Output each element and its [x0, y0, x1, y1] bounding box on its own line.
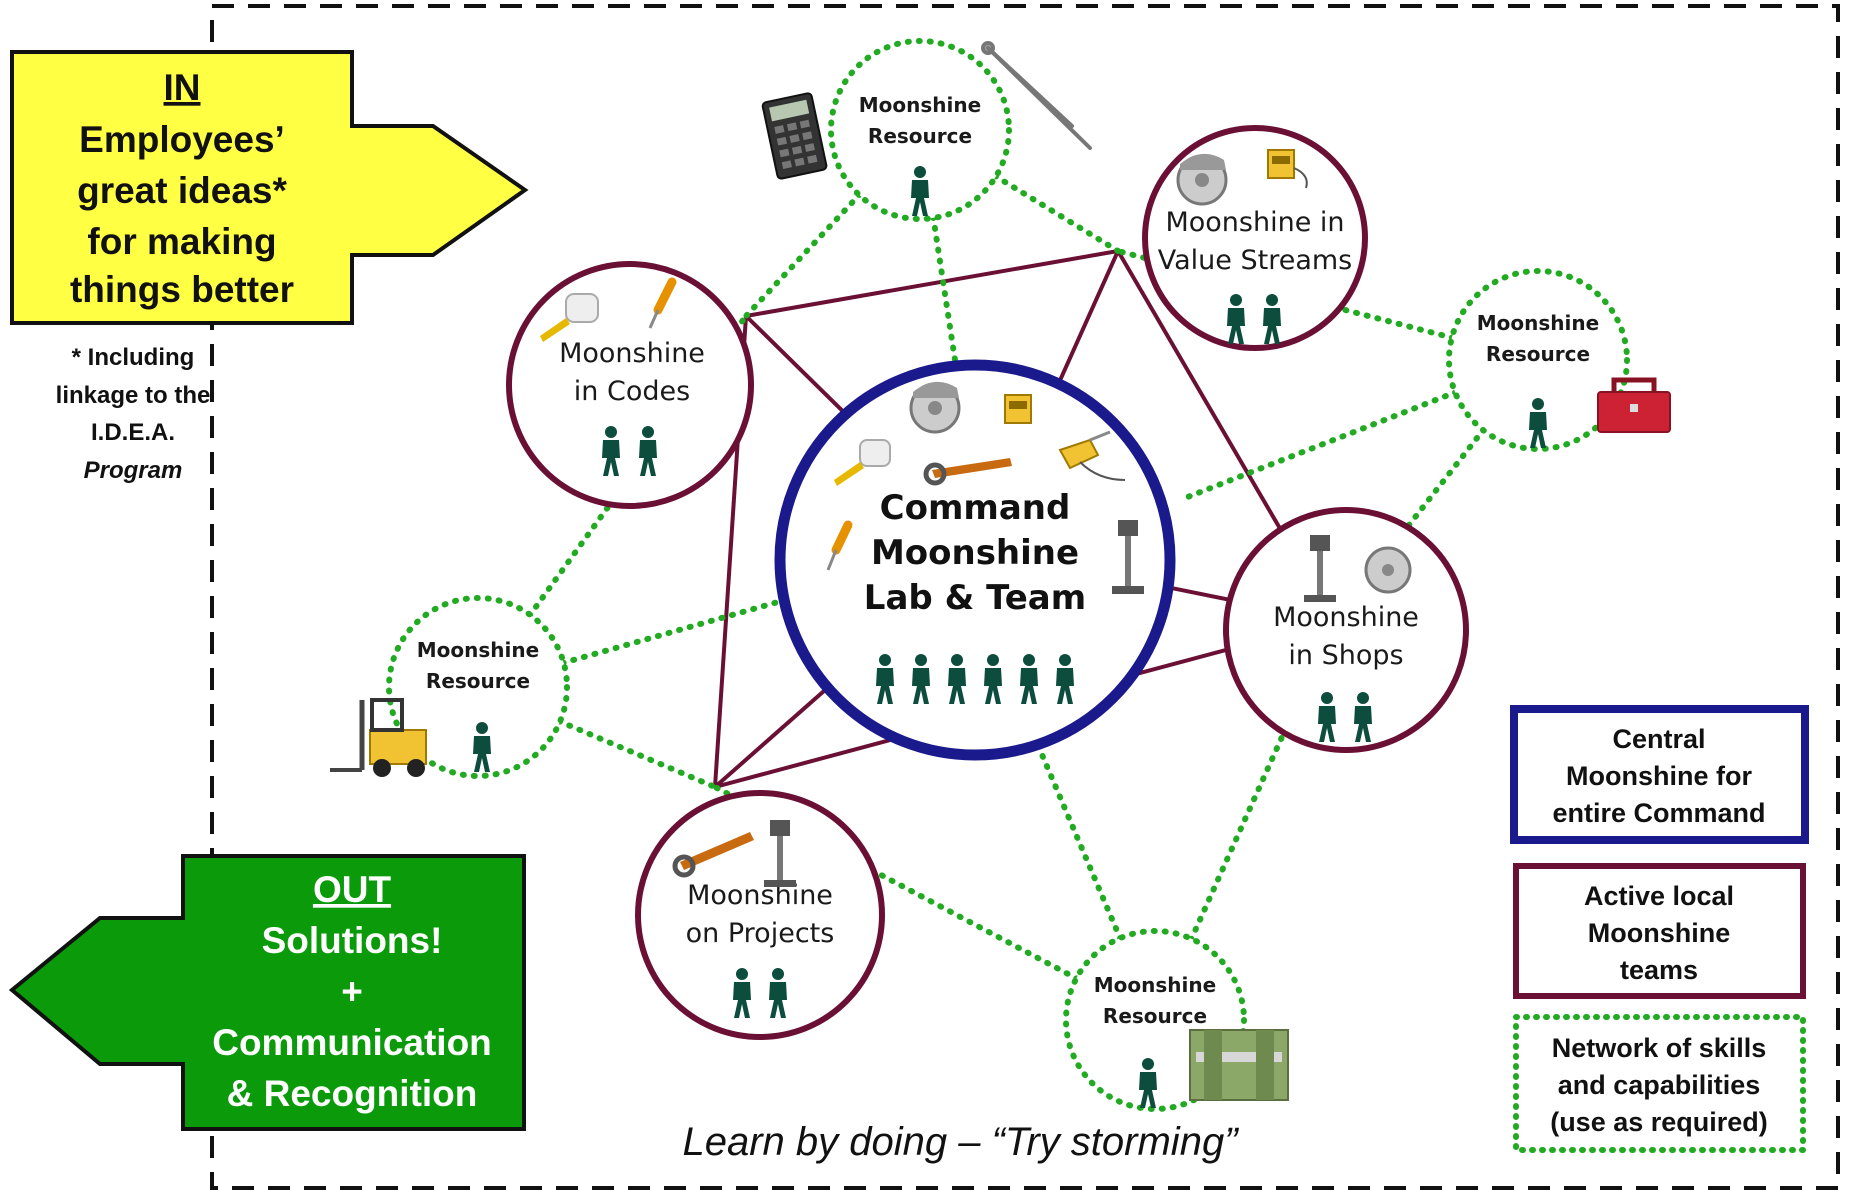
resource-right-line1: Moonshine: [1477, 311, 1599, 335]
shops-drill-press-icon: [1304, 535, 1336, 602]
center-screwdriver-icon: [826, 520, 853, 571]
footnote-line2: linkage to the: [56, 382, 211, 409]
legend-network: Network of skills and capabilities (use …: [1513, 1014, 1806, 1153]
in-heading: IN: [164, 67, 201, 108]
resource-bottom-line2: Resource: [1103, 1004, 1207, 1028]
resource-node-top: Moonshine Resource: [828, 38, 1012, 222]
legend-network-line1: Network of skills: [1552, 1033, 1767, 1063]
tagline: Learn by doing – “Try storming”: [682, 1120, 1239, 1164]
legend-network-line2: and capabilities: [1558, 1070, 1761, 1100]
toolbox-icon: [1597, 377, 1671, 433]
team-vs-line2: Value Streams: [1158, 245, 1352, 276]
center-node: Command Moonshine Lab & Team: [774, 359, 1176, 761]
legend-local: Active local Moonshine teams: [1513, 863, 1806, 999]
team-projects-line1: Moonshine: [687, 880, 833, 911]
resource-left-line2: Resource: [426, 669, 530, 693]
projects-wrench-icon: [672, 832, 754, 878]
team-node-projects: Moonshine on Projects: [635, 790, 885, 1040]
legend-local-line3: teams: [1620, 955, 1698, 985]
in-line4: things better: [70, 269, 294, 310]
drill-icon: [1058, 430, 1126, 481]
team-codes-line1: Moonshine: [559, 338, 705, 369]
outer-dashed-frame: [210, 4, 1840, 1190]
projects-drill-press-icon: [764, 820, 796, 887]
out-line3: Communication: [212, 1022, 492, 1063]
out-line1: Solutions!: [262, 920, 443, 961]
resource-top-line2: Resource: [868, 124, 972, 148]
footnote: * Including linkage to the I.D.E.A. Prog…: [56, 344, 211, 484]
out-line2: +: [341, 971, 363, 1012]
team-node-shops: Moonshine in Shops: [1223, 507, 1469, 753]
center-line1: Command: [880, 488, 1071, 528]
shops-circular-saw-icon: [1364, 546, 1412, 594]
wrench-icon: [923, 458, 1012, 486]
calculator-icon: [761, 92, 828, 180]
out-heading: OUT: [313, 869, 392, 910]
legend-central: Central Moonshine for entire Command: [1510, 705, 1809, 844]
in-line3: for making: [87, 221, 276, 262]
team-node-codes: Moonshine in Codes: [506, 261, 754, 509]
center-welder-icon: [1004, 394, 1032, 424]
team-shops-line2: in Shops: [1288, 640, 1403, 671]
welder-icon: [1267, 149, 1308, 189]
center-tape-measure-icon: [834, 439, 891, 486]
legend-local-line2: Moonshine: [1588, 918, 1731, 948]
team-projects-line2: on Projects: [686, 918, 835, 949]
legend-network-line3: (use as required): [1550, 1107, 1768, 1137]
team-codes-line2: in Codes: [574, 376, 690, 407]
resource-bottom-line1: Moonshine: [1094, 973, 1216, 997]
footnote-line1: * Including: [72, 344, 195, 371]
legend-central-line1: Central: [1612, 724, 1705, 754]
center-line3: Lab & Team: [864, 578, 1086, 618]
footnote-line4: Program: [84, 457, 183, 484]
team-shops-line1: Moonshine: [1273, 602, 1419, 633]
press-brake-icon: [1189, 1029, 1289, 1101]
tape-measure-icon: [540, 293, 599, 342]
forklift-icon: [330, 698, 427, 777]
out-arrow: OUT Solutions! + Communication & Recogni…: [8, 854, 526, 1131]
out-line4: & Recognition: [227, 1073, 478, 1114]
team-vs-line1: Moonshine in: [1165, 207, 1344, 238]
in-line2: great ideas*: [77, 170, 287, 211]
legend-central-line2: Moonshine for: [1566, 761, 1752, 791]
team-node-value-streams: Moonshine in Value Streams: [1142, 125, 1368, 351]
compass-icon: [981, 41, 1092, 150]
legend-local-line1: Active local: [1584, 881, 1734, 911]
footnote-line3: I.D.E.A.: [91, 419, 175, 446]
legend-central-line3: entire Command: [1552, 798, 1765, 828]
circular-saw-icon: [1176, 153, 1228, 206]
center-line2: Moonshine: [871, 533, 1079, 573]
drill-press-icon: [1112, 520, 1144, 594]
resource-right-line2: Resource: [1486, 342, 1590, 366]
resource-top-line1: Moonshine: [859, 93, 981, 117]
center-circular-saw-icon: [909, 381, 961, 434]
in-line1: Employees’: [79, 119, 285, 160]
resource-node-left: Moonshine Resource: [386, 595, 570, 779]
in-arrow: IN Employees’ great ideas* for making th…: [10, 50, 529, 325]
resource-left-line1: Moonshine: [417, 638, 539, 662]
screwdriver-icon: [648, 277, 677, 329]
resource-node-right: Moonshine Resource: [1446, 268, 1630, 452]
